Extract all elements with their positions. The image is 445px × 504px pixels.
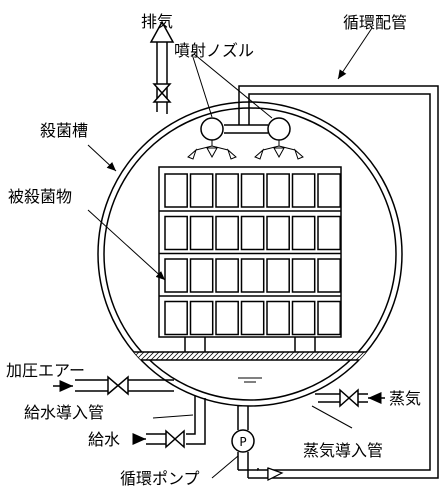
nozzle-left-icon [200,117,224,141]
steam-line [315,388,385,408]
sterilized-object-cell [164,300,188,336]
sterilized-object-cell [189,300,214,336]
water-supply-pipe [132,396,206,449]
sterilized-object-cell [164,173,188,208]
steam-valve-icon [339,388,351,408]
leader-lines [87,27,373,479]
label-sterilized-object: 被殺菌物 [8,187,72,206]
air-valve-icon [107,375,120,396]
sterilized-object-cell [317,258,341,293]
water-valve-icon [165,429,177,449]
circulation-pump [231,405,284,481]
pump-icon [231,429,255,453]
label-water-supply-pipe: 給水導入管 [24,403,104,422]
exhaust-arrow-icon [149,20,175,43]
pressurized-air-line [53,375,174,396]
sterilized-object-cell [164,258,188,293]
label-steam-inlet-pipe: 蒸気導入管 [303,441,383,460]
sterilized-object-cell [240,215,265,251]
sterilized-object-cell [317,173,341,208]
label-circulation-pump: 循環ポンプ [120,469,200,488]
sterilized-object-cell [240,173,265,208]
sterilized-object-cell [240,258,265,293]
label-exhaust: 排気 [141,12,173,31]
sterilized-object-cell [215,215,239,251]
spray-nozzle-assembly [187,117,304,160]
pump-outlet-arrow-icon [267,467,284,481]
sterilized-object-cell [215,173,239,208]
label-pressurized-air: 加圧エアー [6,361,85,380]
nozzle-right-icon [267,117,291,141]
sterilized-object-cell [215,258,239,293]
rack-legs [184,337,316,352]
label-circulation-pipe: 循環配管 [343,13,407,32]
label-pump-symbol: P [239,435,246,449]
sterilized-object-cell [317,300,341,336]
sterilization-tank-outer [97,101,403,407]
label-water-supply: 給水 [88,430,120,449]
sterilized-object-cell [266,215,290,251]
sterilized-object-cell [317,215,341,251]
sterilized-object-cell [266,258,290,293]
sterilized-object-rack [158,166,342,338]
sterilized-object-cell [291,215,316,251]
sterilized-object-cell [164,215,188,251]
circulation-piping [238,85,439,479]
exhaust-pipe [149,20,175,114]
sterilized-object-cell [291,300,316,336]
sterilized-object-cell [189,215,214,251]
sterilized-object-cell [215,300,239,336]
sterilized-object-cell [189,258,214,293]
sterilization-tank-inner [103,107,397,401]
exhaust-valve-icon [152,83,172,95]
label-spray-nozzle: 噴射ノズル [174,41,254,60]
water-level-icon [238,377,262,383]
sterilized-object-cell [240,300,265,336]
label-sterilization-tank: 殺菌槽 [40,121,88,140]
sterilized-object-cell [266,300,290,336]
sterilized-object-cell [291,258,316,293]
sterilized-object-cell [291,173,316,208]
sterilized-object-cell [189,173,214,208]
support-plate [98,351,402,361]
label-steam: 蒸気 [389,389,421,408]
sterilized-object-cell [266,173,290,208]
